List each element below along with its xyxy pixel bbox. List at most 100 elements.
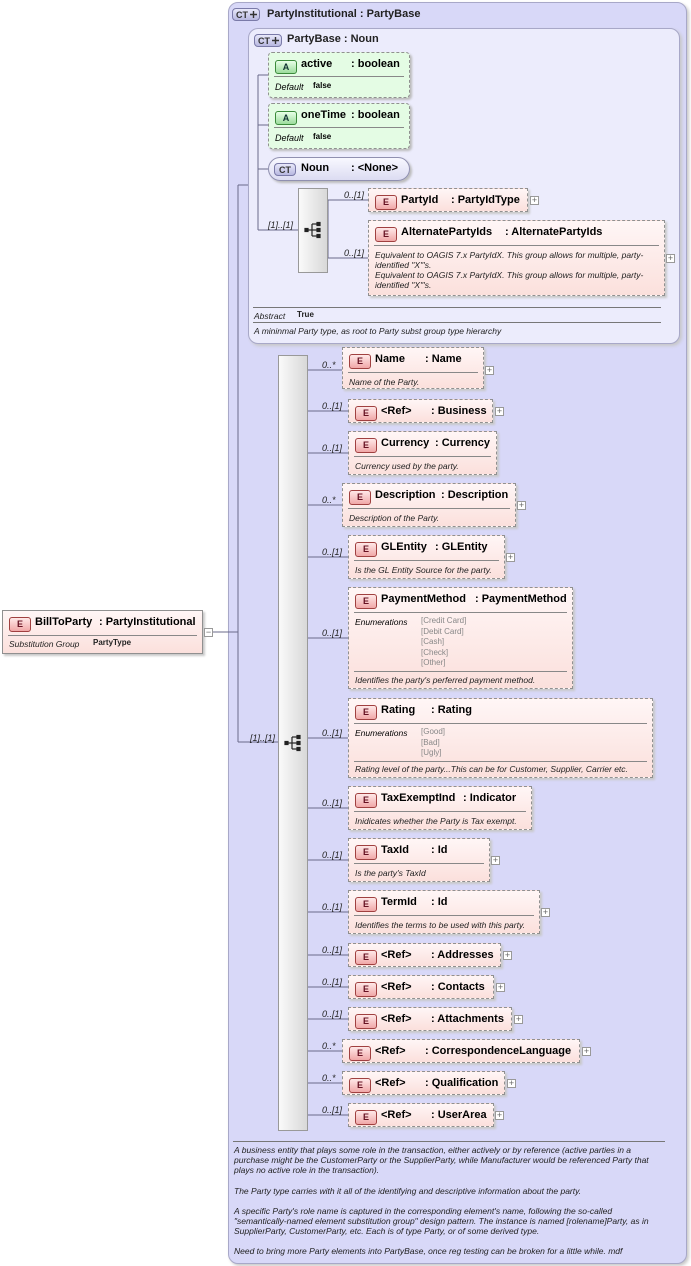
attribute-active[interactable]: A active : boolean Default false [268,52,410,98]
element-name-label: <Ref> [375,1045,406,1057]
element-name-label: Currency [381,437,430,449]
expand-icon[interactable]: + [495,406,504,416]
cardinality: 0..[1] [322,628,343,638]
attribute-type: : boolean [351,58,400,70]
element-description[interactable]: E Description : Description Description … [342,483,516,527]
element-taxid[interactable]: E TaxId : Id Is the party's TaxId [348,838,490,882]
element-business-ref[interactable]: E <Ref> : Business [348,399,493,423]
element-partyid[interactable]: E PartyId : PartyIdType [368,188,528,212]
sequence-icon [304,221,321,239]
attribute-onetime[interactable]: A oneTime : boolean Default false [268,103,410,149]
element-currency[interactable]: E Currency : Currency Currency used by t… [348,431,497,475]
element-name-label: GLEntity [381,541,427,553]
expand-icon[interactable]: + [503,950,512,960]
element-correspondencelanguage-ref[interactable]: E <Ref> : CorrespondenceLanguage [342,1039,580,1063]
divider [354,456,491,457]
element-icon: E [355,542,377,557]
element-icon: E [355,950,377,965]
noun-name: Noun [301,162,330,174]
element-icon: E [355,845,377,860]
element-attachments-ref[interactable]: E <Ref> : Attachments [348,1007,512,1031]
cardinality: 0..[1] [322,547,343,557]
expand-icon[interactable]: + [530,195,539,205]
default-label: Default [275,133,304,143]
party-base-title: PartyBase : Noun [287,33,379,45]
element-icon: E [355,406,377,421]
expand-icon[interactable]: + [485,365,494,375]
expand-icon[interactable]: + [666,253,675,263]
expand-icon[interactable]: + [514,1014,523,1024]
element-name-label: <Ref> [381,1109,412,1121]
divider [348,372,478,373]
element-contacts-ref[interactable]: E <Ref> : Contacts [348,975,494,999]
divider [354,612,567,613]
element-qualification-ref[interactable]: E <Ref> : Qualification [342,1071,505,1095]
element-type: : Qualification [425,1077,499,1089]
element-addresses-ref[interactable]: E <Ref> : Addresses [348,943,501,967]
element-icon: E [355,1014,377,1029]
cardinality: 0..* [322,1041,336,1051]
attribute-icon: A [275,60,297,74]
sequence-icon [284,734,301,752]
expand-icon[interactable]: + [506,552,515,562]
element-icon: E [375,227,397,242]
element-documentation: Identifies the terms to be used with thi… [355,920,525,930]
divider [274,127,404,128]
divider [354,723,647,724]
expand-icon[interactable]: + [496,982,505,992]
element-documentation: Currency used by the party. [355,461,459,471]
expand-icon[interactable]: + [582,1046,591,1056]
element-userarea-ref[interactable]: E <Ref> : UserArea [348,1103,494,1127]
element-icon: E [349,1046,371,1061]
enum-value: [Debit Card] [421,626,464,636]
expand-icon[interactable]: + [495,1110,504,1120]
element-icon: E [355,438,377,453]
element-icon: E [355,793,377,808]
element-paymentmethod[interactable]: E PaymentMethod : PaymentMethod Enumerat… [348,587,573,689]
element-name: AlternatePartyIds [401,226,493,238]
element-glentity[interactable]: E GLEntity : GLEntity Is the GL Entity S… [348,535,505,579]
collapse-icon[interactable]: − [204,627,213,637]
element-name[interactable]: E Name : Name Name of the Party. [342,347,484,389]
abstract-label: Abstract [254,311,286,321]
element-billtoparty[interactable]: E BillToParty : PartyInstitutional Subst… [2,610,203,654]
cardinality: 0..[1] [322,945,343,955]
documentation-paragraph: Need to bring more Party elements into P… [234,1246,623,1256]
element-alternatepartyids[interactable]: E AlternatePartyIds : AlternatePartyIds … [368,220,665,296]
expand-icon[interactable]: + [507,1078,516,1088]
element-documentation: Identifies the party's perferred payment… [355,675,536,685]
element-name-label: <Ref> [381,405,412,417]
cardinality: 0..[1] [322,443,343,453]
element-icon: E [355,1110,377,1125]
element-icon: E [349,1078,371,1093]
element-documentation: Rating level of the party...This can be … [355,764,628,774]
default-value: false [313,81,332,90]
noun-base-type[interactable]: CT Noun : <None> [268,157,410,181]
element-rating[interactable]: E Rating : Rating Enumerations [Good] [B… [348,698,653,778]
element-documentation: Is the party's TaxId [355,868,426,878]
party-institutional-title: PartyInstitutional : PartyBase [267,8,421,20]
divider [253,307,661,308]
attribute-icon: A [275,111,297,125]
divider [354,915,534,916]
element-taxexemptind[interactable]: E TaxExemptInd : Indicator Inidicates wh… [348,786,532,830]
element-type: : PartyIdType [451,194,520,206]
element-icon: E [349,354,371,369]
expand-icon[interactable]: + [541,907,550,917]
element-type: : CorrespondenceLanguage [425,1045,572,1057]
enum-value: [Bad] [421,737,440,747]
enum-value: [Cash] [421,637,445,647]
party-base-documentation: A mininmal Party type, as root to Party … [254,326,502,336]
documentation-paragraph: A specific Party's role name is captured… [234,1206,649,1236]
element-type: : GLEntity [435,541,488,553]
element-name-label: Rating [381,704,416,716]
documentation-paragraph: The Party type carries with it all of th… [234,1186,582,1196]
cardinality: 0..* [322,495,336,505]
expand-icon[interactable]: + [491,855,500,865]
choice-cardinality: [1]..[1] [268,220,294,230]
expand-icon[interactable]: + [517,500,526,510]
divider [253,322,661,323]
element-name-label: TaxExemptInd [381,792,456,804]
element-termid[interactable]: E TermId : Id Identifies the terms to be… [348,890,540,934]
